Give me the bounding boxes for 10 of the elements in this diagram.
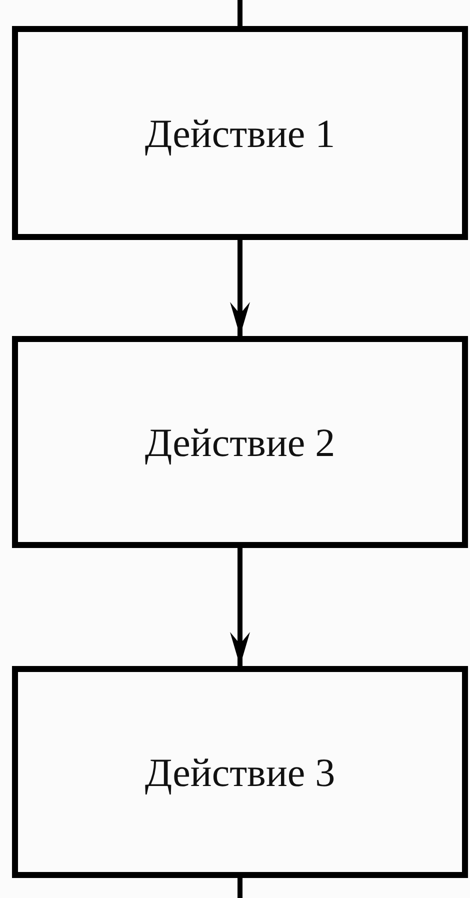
process-box [12, 666, 468, 878]
process-box [12, 26, 468, 240]
box-label: Действие 2 [144, 418, 336, 466]
box-label: Действие 1 [144, 110, 336, 156]
box-label: Действие 3 [144, 748, 336, 796]
connector-line [238, 878, 242, 898]
connector-line [238, 0, 242, 26]
arrow [230, 240, 250, 336]
arrow [230, 548, 250, 666]
process-box [12, 336, 468, 548]
